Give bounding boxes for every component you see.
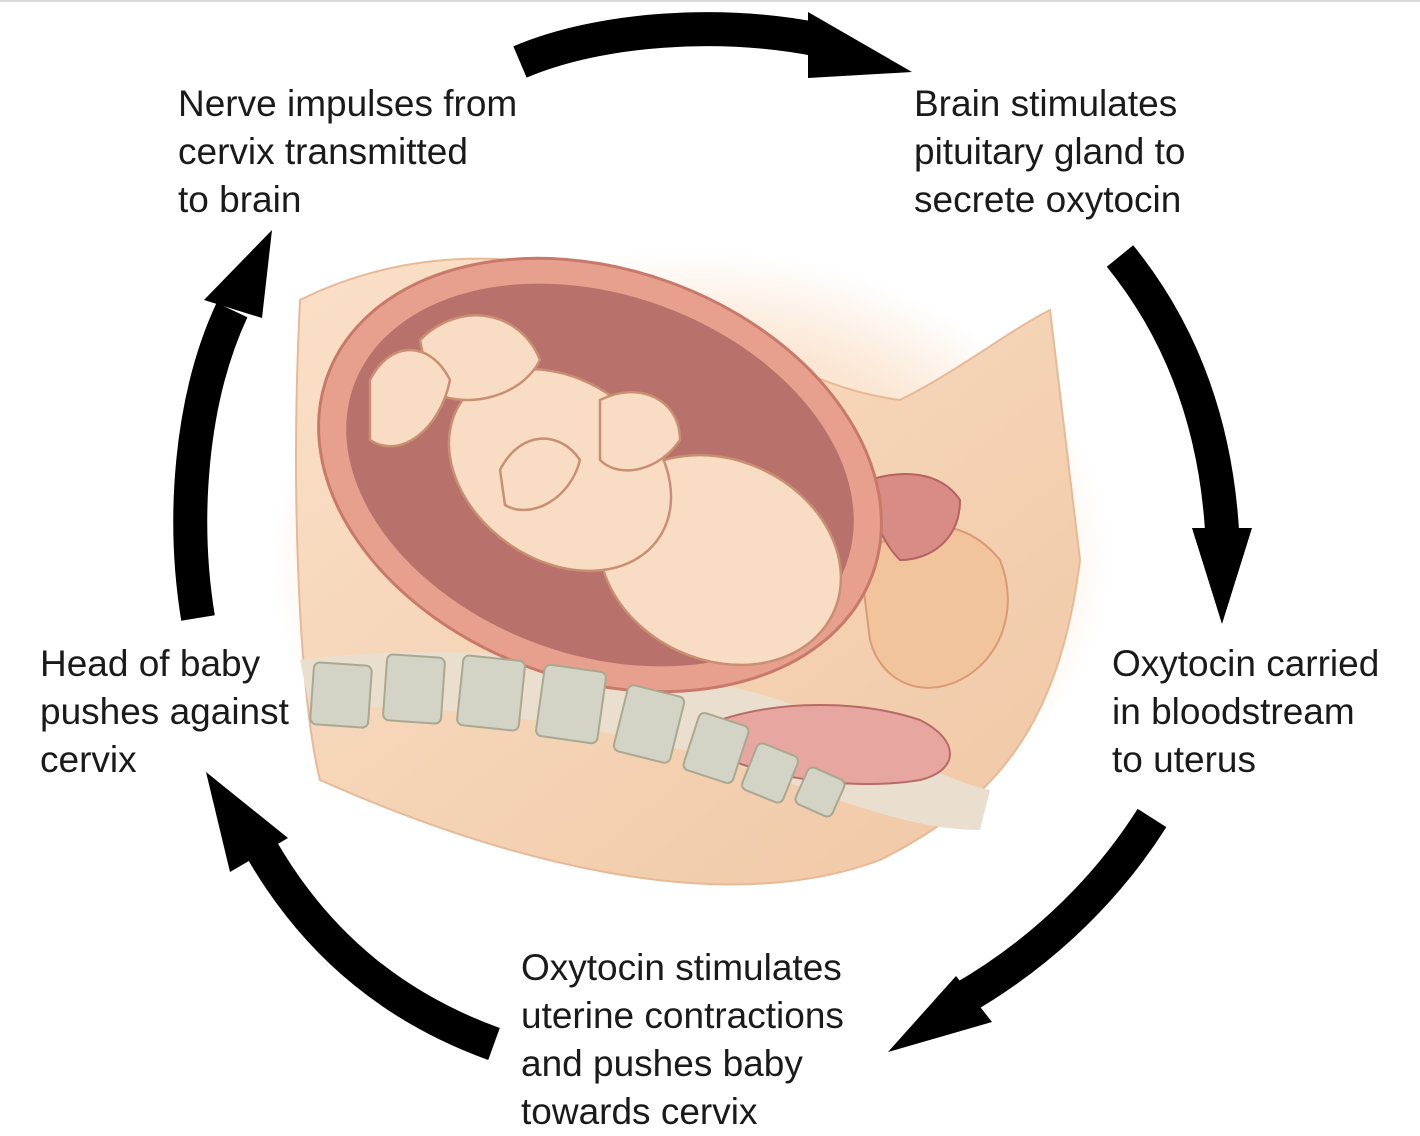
arrow-nerve-to-brain (513, 12, 912, 78)
step-line: towards cervix (521, 1091, 758, 1132)
step-line: Oxytocin carried (1112, 643, 1380, 684)
step-line: pushes against (40, 691, 289, 732)
baby-foot (368, 348, 452, 448)
vertebra (794, 766, 846, 818)
step-line: Brain stimulates (914, 83, 1178, 124)
vertebra (382, 653, 446, 725)
step-head-pushes: Head of baby pushes against cervix (40, 640, 289, 784)
step-line: cervix (40, 739, 137, 780)
top-border (0, 0, 1420, 2)
step-line: secrete oxytocin (914, 179, 1182, 220)
arrow-stimulates-to-head (206, 772, 500, 1060)
step-line: pituitary gland to (914, 131, 1186, 172)
arrow-carried-to-stimulates (888, 808, 1167, 1052)
arrow-brain-to-carried (1106, 245, 1252, 624)
cycle-arrows (173, 12, 1252, 1060)
vertebra (741, 742, 799, 804)
vertebra (309, 661, 373, 729)
step-line: cervix transmitted (178, 131, 468, 172)
pregnancy-illustration (270, 250, 1110, 886)
spine (309, 653, 846, 818)
baby (368, 314, 843, 667)
step-nerve-impulses: Nerve impulses from cervix transmitted t… (178, 80, 517, 224)
arrow-head-to-nerve (173, 230, 272, 621)
step-line: uterine contractions (521, 995, 844, 1036)
step-brain-stimulates: Brain stimulates pituitary gland to secr… (914, 80, 1186, 224)
step-line: to brain (178, 179, 302, 220)
baby-arm (598, 390, 682, 472)
step-line: Head of baby (40, 643, 261, 684)
vertebra (535, 663, 607, 745)
step-oxytocin-stimulates: Oxytocin stimulates uterine contractions… (521, 944, 844, 1136)
vertebra (682, 711, 750, 785)
baby-hand (498, 437, 582, 512)
step-line: Nerve impulses from (178, 83, 518, 124)
step-line: Oxytocin stimulates (521, 947, 842, 988)
step-line: to uterus (1112, 739, 1256, 780)
vertebra (456, 654, 526, 732)
step-line: and pushes baby (521, 1043, 803, 1084)
step-oxytocin-carried: Oxytocin carried in bloodstream to uteru… (1112, 640, 1379, 784)
step-line: in bloodstream (1112, 691, 1355, 732)
vertebra (612, 684, 686, 764)
